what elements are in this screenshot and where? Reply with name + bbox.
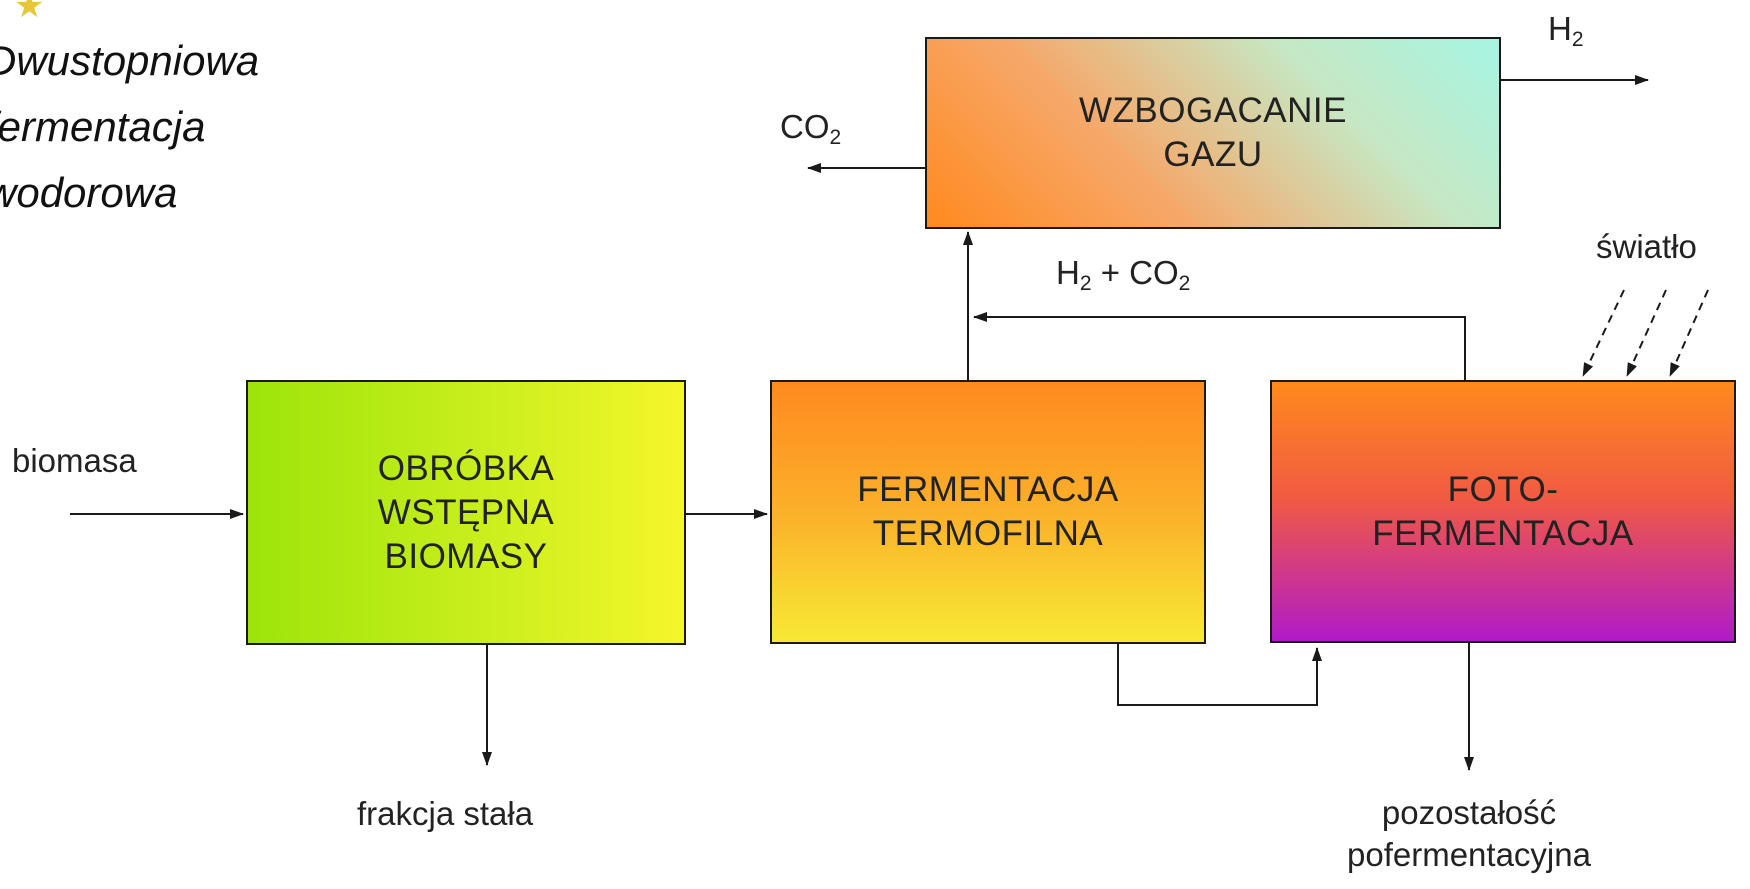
box-biomass-pretreatment: OBRÓBKA WSTĘPNA BIOMASY — [246, 380, 686, 645]
box-pre-line-1: OBRÓBKA — [377, 448, 555, 488]
box-photo-fermentation: FOTO- FERMENTACJA — [1270, 380, 1736, 643]
label-mix-sub1: 2 — [1079, 272, 1092, 295]
light-arrow-1 — [1582, 289, 1625, 377]
label-h2-co2-mix: H2 + CO2 — [1056, 254, 1190, 296]
page-title: Dwustopniowa fermentacja wodorowa — [0, 28, 259, 226]
label-residue-line-1: pozostałość — [1381, 794, 1557, 831]
box-enrich-line-2: GAZU — [1163, 135, 1263, 174]
label-co2-main: CO — [780, 108, 830, 145]
box-enrich-line-1: WZBOGACANIE — [1078, 91, 1348, 130]
title-line-2: fermentacja — [0, 103, 206, 150]
label-residue-line-2: pofermentacyjna — [1347, 836, 1591, 873]
box-thermo-line-1: FERMENTACJA — [857, 470, 1119, 509]
title-line-3: wodorowa — [0, 169, 178, 216]
label-co2-output: CO2 — [780, 108, 841, 150]
arrow-photo-gas — [973, 312, 1466, 380]
label-light: światło — [1596, 228, 1697, 265]
label-solid-fraction: frakcja stała — [357, 795, 534, 832]
light-arrow-2 — [1626, 289, 1667, 377]
light-arrow-3 — [1669, 289, 1709, 377]
label-residue: pozostałość pofermentacyjna — [1338, 792, 1600, 876]
box-pre-line-3: BIOMASY — [384, 536, 548, 576]
box-photo-line-2: FERMENTACJA — [1372, 513, 1634, 553]
label-mix-sub2: 2 — [1178, 272, 1191, 295]
label-h2-main: H — [1548, 10, 1572, 47]
star-icon: ★ — [14, 0, 45, 25]
label-mix-h: H — [1056, 254, 1080, 291]
box-pre-line-2: WSTĘPNA — [377, 492, 555, 532]
box-gas-enrichment: WZBOGACANIE GAZU — [925, 37, 1501, 229]
label-mix-plus: + CO — [1091, 254, 1179, 291]
box-thermophilic-fermentation: FERMENTACJA TERMOFILNA — [770, 380, 1206, 644]
arrow-thermo-to-photo — [1117, 644, 1322, 706]
label-h2-output: H2 — [1548, 10, 1584, 52]
box-photo-line-1: FOTO- — [1447, 469, 1559, 509]
title-line-1: Dwustopniowa — [0, 37, 260, 84]
label-biomass: biomasa — [12, 442, 137, 479]
label-h2-sub: 2 — [1571, 28, 1584, 51]
box-thermo-line-2: TERMOFILNA — [872, 514, 1104, 553]
label-co2-sub: 2 — [829, 126, 842, 149]
